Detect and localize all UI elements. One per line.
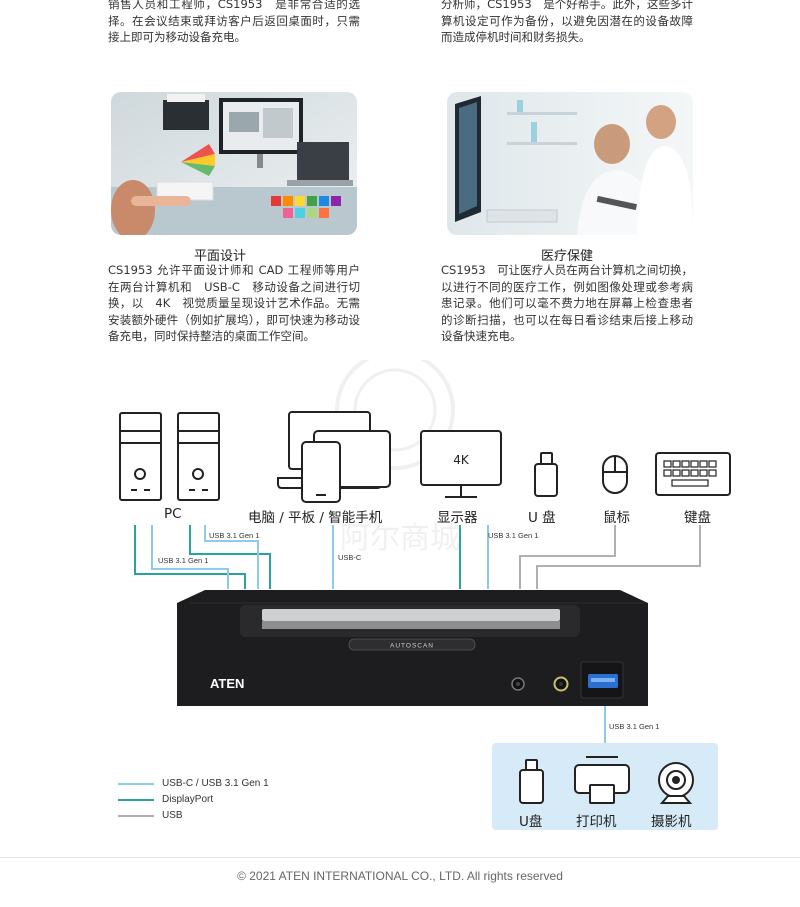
pc-tower-1 xyxy=(119,412,162,501)
aten-logo-text: ATEN xyxy=(210,676,244,691)
footer-divider xyxy=(0,857,800,858)
label-mobile-devices: 电脑 / 平板 / 智能手机 xyxy=(248,510,383,526)
kvm-switch: AUTOSCAN ATEN xyxy=(177,590,648,706)
label-mouse: 鼠标 xyxy=(603,510,630,526)
monitor-4k-label: 4K xyxy=(453,453,470,467)
laptop-tablet-phone-icon xyxy=(277,411,391,503)
legend-swatch-usb xyxy=(118,814,154,817)
medical-paragraph: CS1953 可让医疗人员在两台计算机之间切换，以进行不同的医疗工作，例如图像处… xyxy=(441,263,693,343)
legend-swatch-usbc xyxy=(118,782,154,785)
legend-swatch-displayport xyxy=(118,798,154,801)
mouse-icon xyxy=(602,455,628,494)
front-usb-drive-icon xyxy=(519,759,544,804)
label-display: 显示器 xyxy=(437,510,478,526)
pc-tower-2 xyxy=(177,412,220,501)
legend-item-usb: USB xyxy=(118,810,183,821)
cable-label-usbc: USB-C xyxy=(338,553,362,562)
legend-label-usb: USB xyxy=(162,810,183,821)
connection-diagram: 阿尔商城 4K xyxy=(119,360,731,804)
medical-photo xyxy=(447,92,693,235)
label-pc: PC xyxy=(164,506,182,522)
cable-label-usb31-pc1: USB 3.1 Gen 1 xyxy=(158,556,208,565)
usb-drive-icon xyxy=(534,452,558,497)
watermark-text: 阿尔商城 xyxy=(340,521,460,556)
graphic-design-photo xyxy=(111,92,357,235)
label-keyboard: 键盘 xyxy=(684,510,711,526)
webcam-icon xyxy=(658,762,694,804)
label-usb-drive: U 盘 xyxy=(528,510,556,526)
caption-graphic-design: 平面设计 xyxy=(193,249,246,264)
label-printer: 打印机 xyxy=(576,814,617,830)
graphic-design-paragraph: CS1953 允许平面设计师和 CAD 工程师等用户在两台计算机和 USB-C … xyxy=(108,263,360,343)
printer-icon xyxy=(574,756,630,804)
caption-medical: 医疗保健 xyxy=(540,249,593,264)
intro-paragraph-right: 分析师，CS1953 是个好帮手。此外，这些多计算机设定可作为备份，以避免因潜在… xyxy=(441,0,693,44)
label-front-usb-drive: U盘 xyxy=(519,814,543,830)
legend-item-usbc: USB-C / USB 3.1 Gen 1 xyxy=(118,778,269,789)
cable-label-usb31-pc2: USB 3.1 Gen 1 xyxy=(209,531,259,540)
legend-item-displayport: DisplayPort xyxy=(118,794,213,805)
cable-label-usb31-front: USB 3.1 Gen 1 xyxy=(609,722,659,731)
copyright-footer: © 2021 ATEN INTERNATIONAL CO., LTD. All … xyxy=(237,869,563,883)
intro-paragraph-left: 销售人员和工程师，CS1953 是非常合适的选择。在会议结束或拜访客户后返回桌面… xyxy=(108,0,360,44)
label-camera: 摄影机 xyxy=(651,814,692,830)
keyboard-icon xyxy=(655,452,731,496)
monitor-icon: 4K xyxy=(420,430,502,498)
autoscan-button-label: AUTOSCAN xyxy=(390,643,434,650)
legend-label-displayport: DisplayPort xyxy=(162,794,214,805)
legend-label-usbc: USB-C / USB 3.1 Gen 1 xyxy=(162,778,269,789)
cable-label-usb31-udisk: USB 3.1 Gen 1 xyxy=(488,531,538,540)
watermark: 阿尔商城 xyxy=(335,360,460,556)
